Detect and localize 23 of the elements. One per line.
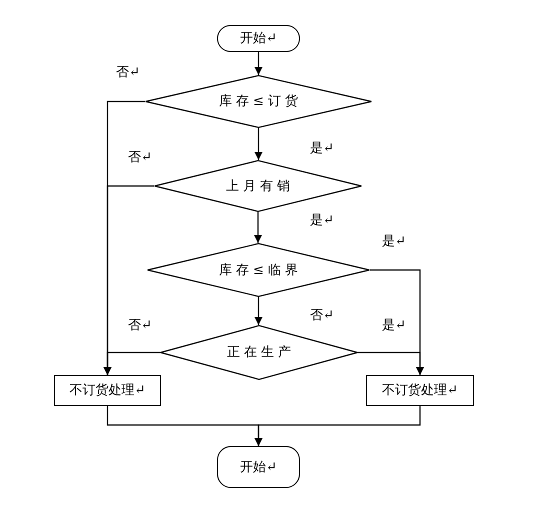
process-box: [366, 375, 474, 406]
node-text: 库 存 ≤ 临 界: [218, 264, 298, 276]
node-text: 开始↵: [240, 32, 277, 45]
arrow: [358, 352, 424, 375]
decision-diamond: [154, 160, 362, 212]
node-text: 不订货处理↵: [382, 384, 458, 397]
arrow: [254, 52, 262, 75]
arrow: [104, 352, 160, 375]
node-text: 不订货处理↵: [70, 384, 146, 397]
node-text: 开始↵: [240, 460, 277, 474]
decision-diamond: [145, 75, 372, 128]
arrow: [254, 297, 262, 325]
arrow: [254, 212, 262, 243]
decision-diamond: [147, 243, 370, 297]
node-text: 正 在 生 产: [226, 346, 292, 359]
node-text: 库 存 ≤ 订 货: [218, 95, 298, 108]
node-text: 上 月 有 销: [226, 180, 290, 192]
process-box: [54, 375, 161, 406]
decision-diamond: [160, 325, 358, 380]
terminal-box: [217, 446, 300, 488]
terminal-box: [217, 25, 300, 52]
arrow: [254, 406, 421, 446]
arrow: [254, 128, 262, 160]
